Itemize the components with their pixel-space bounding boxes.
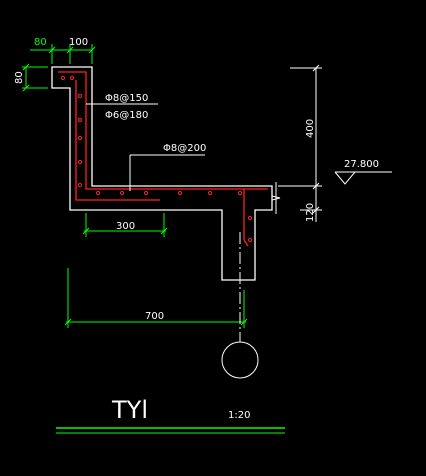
rebar-group xyxy=(58,71,268,247)
rebar-dot xyxy=(237,190,243,196)
dim-tick xyxy=(240,318,248,326)
dimension-lines xyxy=(22,44,248,328)
rebar-dots xyxy=(60,75,253,243)
elevation-label: 27.800 xyxy=(344,159,379,170)
rebar-dot xyxy=(207,190,213,196)
dim-tick xyxy=(66,46,74,54)
break-mark xyxy=(271,195,281,201)
dim-tick xyxy=(22,63,30,71)
drawing-scale: 1:20 xyxy=(228,410,250,421)
dim-tick xyxy=(312,64,320,72)
beam-section-outline xyxy=(51,66,273,281)
dim-top-label: 100 xyxy=(69,37,88,48)
rebar-dot xyxy=(177,190,183,196)
dim-300-label: 300 xyxy=(116,221,135,232)
rebar-label-1: Φ8@150 xyxy=(105,93,148,104)
rebar-left-vertical xyxy=(58,71,268,190)
dim-tick xyxy=(64,318,72,326)
rebar-dot xyxy=(77,182,83,188)
dim-tick xyxy=(312,206,320,214)
leader-lines xyxy=(86,103,205,191)
dim-right-bottom-label: 120 xyxy=(305,203,316,222)
rebar-dot xyxy=(247,215,253,221)
dim-tick xyxy=(312,182,320,190)
elevation-marker xyxy=(334,171,392,185)
rebar-dot xyxy=(247,237,253,243)
right-dimensions xyxy=(271,64,322,222)
rebar-dot xyxy=(143,190,149,196)
dim-right-top-label: 400 xyxy=(305,119,316,138)
axis-marker xyxy=(221,232,259,379)
dim-left-label: 80 xyxy=(14,71,25,84)
rebar-label-3: Φ8@200 xyxy=(163,143,206,154)
dim-tick xyxy=(88,46,96,54)
dim-tick xyxy=(48,46,56,54)
dim-tick xyxy=(160,227,168,235)
drawing-title: TYl xyxy=(111,396,148,424)
dim-top-left-label: 80 xyxy=(34,37,47,48)
axis-circle xyxy=(221,341,259,379)
dim-700-label: 700 xyxy=(145,311,164,322)
rebar-dot xyxy=(60,75,66,81)
dim-tick xyxy=(82,227,90,235)
elevation-triangle-icon xyxy=(334,171,356,185)
rebar-dot xyxy=(119,190,125,196)
rebar-dot xyxy=(95,190,101,196)
dim-tick xyxy=(22,84,30,92)
rebar-hook xyxy=(243,239,249,247)
rebar-dot xyxy=(77,159,83,165)
rebar-dot xyxy=(77,117,83,123)
rebar-dot xyxy=(77,135,83,141)
rebar-dot xyxy=(77,93,83,99)
rebar-dot xyxy=(69,75,75,81)
rebar-inner-vertical xyxy=(75,80,160,201)
rebar-label-2: Φ6@180 xyxy=(105,110,148,121)
